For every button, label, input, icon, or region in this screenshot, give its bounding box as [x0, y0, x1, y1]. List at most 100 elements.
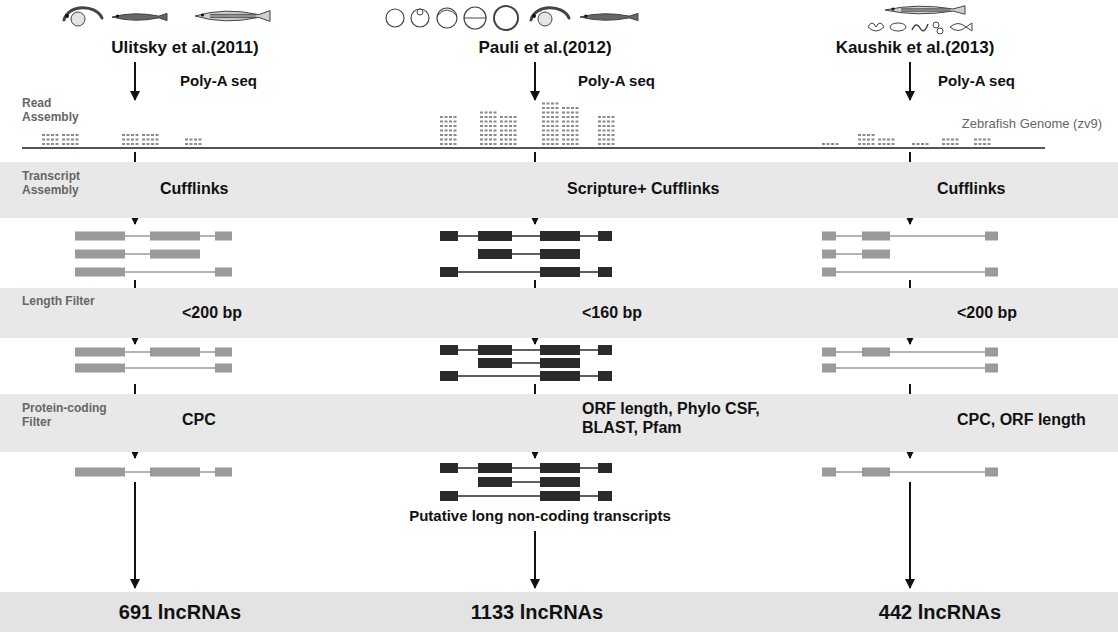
exon-block [440, 491, 458, 501]
adult-fish-icon [885, 6, 965, 14]
flow-arrow [134, 482, 136, 588]
sequencing-read [480, 139, 497, 141]
exon-block [822, 348, 836, 357]
exon-block [75, 250, 125, 259]
fish-eye [201, 13, 204, 16]
sequencing-read [858, 143, 875, 145]
sequencing-read [480, 121, 497, 123]
exon-block [75, 364, 125, 373]
sequencing-read [122, 134, 139, 136]
length-filter-band: Length Filter<200 bp<160 bp<200 bp [0, 288, 1118, 338]
transcript-model [75, 364, 232, 373]
sequencing-read [562, 143, 579, 145]
method-label: Poly-A seq [578, 72, 655, 90]
fish-stripe [210, 14, 257, 15]
sequencing-read [440, 134, 457, 136]
transcript-model [440, 371, 612, 381]
intron-line [822, 351, 998, 353]
exon-block [478, 477, 512, 487]
zebrafish-illustrations [64, 6, 972, 34]
fish-body [580, 13, 638, 20]
sequencing-read [185, 139, 202, 141]
filter-label: <160 bp [582, 303, 642, 322]
cell-cluster [417, 9, 423, 15]
exon-block [478, 231, 512, 241]
fish-eye [891, 7, 894, 10]
egg-outline [494, 6, 518, 30]
intron-line [822, 367, 998, 369]
intron-line [440, 495, 612, 497]
epiboly-line [464, 18, 486, 19]
transcript-model [440, 231, 612, 241]
sequencing-read [542, 130, 559, 132]
exon-block [862, 232, 890, 241]
exon-block [215, 364, 232, 373]
transcript-model [440, 267, 612, 277]
exon-block [215, 348, 232, 357]
flow-arrow [534, 531, 536, 588]
intron-line [440, 467, 612, 469]
exon-block [822, 250, 836, 259]
sequencing-read [480, 130, 497, 132]
intron-line [822, 235, 998, 237]
exon-block [598, 267, 612, 277]
exon-block [598, 231, 612, 241]
sequencing-read [500, 134, 517, 136]
exon-block [540, 249, 580, 259]
embryo-eye [65, 14, 69, 18]
exon-block [540, 463, 580, 473]
fish-body [195, 11, 270, 22]
exon-block [75, 232, 125, 241]
row-label: Transcript Assembly [22, 169, 100, 198]
exon-block [598, 371, 612, 381]
exon-block [540, 477, 580, 487]
embryo-stage-icon [411, 9, 429, 27]
genome-line [22, 147, 1045, 149]
lncrna-count: 691 lncRNAs [119, 600, 241, 624]
transcript-model [478, 249, 580, 259]
egg-outline [437, 8, 457, 28]
organ-icon [912, 24, 928, 31]
fish-body [885, 6, 965, 14]
flow-arrow [909, 62, 911, 100]
larva-icon [112, 13, 167, 20]
exon-block [75, 468, 125, 477]
sequencing-read [440, 121, 457, 123]
transcript-model [478, 358, 580, 368]
organ-icon [868, 23, 884, 31]
exon-block [540, 231, 580, 241]
sequencing-read [542, 143, 559, 145]
sequencing-read [598, 121, 615, 123]
filter-label: <200 bp [182, 303, 242, 322]
sequencing-read [122, 139, 139, 141]
fish-stripe [210, 16, 257, 17]
sequencing-read [562, 130, 579, 132]
sequencing-read [500, 143, 517, 145]
exon-block [598, 345, 612, 355]
sequencing-read [598, 130, 615, 132]
exon-block [440, 463, 458, 473]
exon-block [478, 463, 512, 473]
sequencing-read [440, 143, 457, 145]
sequencing-read [122, 143, 139, 145]
sequencing-read [942, 143, 959, 145]
exon-block [440, 345, 458, 355]
exon-block [75, 268, 125, 277]
intron-line [822, 271, 998, 273]
filter-label: <200 bp [957, 303, 1017, 322]
read-assembly [22, 104, 1045, 149]
sequencing-read [562, 116, 579, 118]
exon-block [985, 468, 998, 477]
organ-icon [933, 22, 939, 28]
transcript-model [822, 250, 890, 259]
exon-block [540, 345, 580, 355]
exon-block [150, 468, 200, 477]
intron-line [822, 471, 998, 473]
sequencing-read [500, 139, 517, 141]
exon-block [862, 348, 890, 357]
exon-block [985, 364, 998, 373]
transcript-model [822, 348, 998, 357]
exon-block [822, 232, 836, 241]
intron-line [440, 271, 612, 273]
